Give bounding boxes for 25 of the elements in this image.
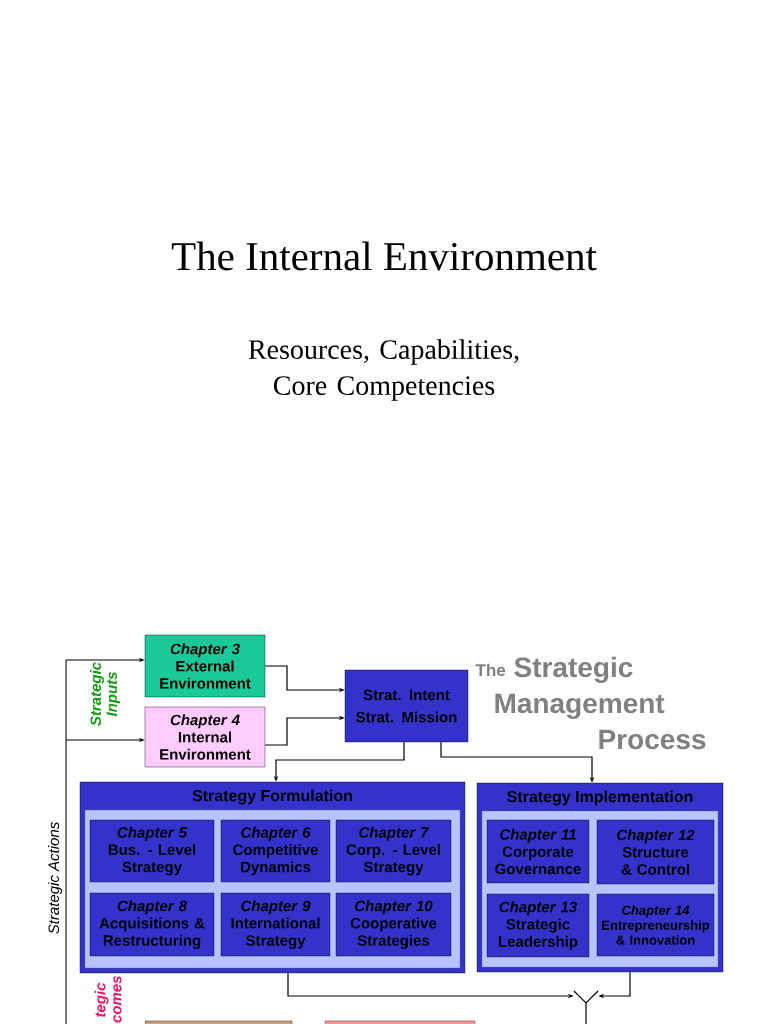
- chapter-box: Chapter 7 Corp. - Level Strategy: [335, 819, 452, 883]
- heading-word: Process: [599, 729, 706, 750]
- junction-chevron: [573, 990, 599, 1024]
- chapter-box: Chapter 13 Strategic Leadership: [486, 893, 590, 958]
- chapter-box: Chapter 5 Bus. - Level Strategy: [89, 819, 215, 883]
- chapter-box: Chapter 11 Corporate Governance: [486, 819, 590, 884]
- chapter-box: Chapter 8 Acquisitions & Restructuring: [89, 892, 215, 957]
- chapter-box: Chapter 3 External Environment: [144, 634, 266, 698]
- heading-word: Strategic: [514, 656, 633, 683]
- subtitle: Resources, Capabilities, Core Competencies: [248, 339, 519, 401]
- chapter-box: Chapter 4 Internal Environment: [144, 706, 266, 768]
- box-edge: [324, 1020, 476, 1024]
- box-edge: [144, 1020, 293, 1024]
- title: The Internal Environment: [171, 241, 597, 271]
- heading-word: The: [475, 663, 506, 677]
- side-label: Strategic Inputs: [90, 662, 120, 726]
- chapter-box: Chapter 9 International Strategy: [220, 892, 331, 957]
- chapter-box: Chapter 14 Entrepreneurship & Innovation: [596, 893, 715, 957]
- side-label: Strategic Actions: [48, 822, 62, 934]
- chapter-box: Chapter 10 Cooperative Strategies: [335, 892, 452, 957]
- strategy-box: Strat. Intent Strat. Mission: [344, 669, 469, 743]
- chapter-box: Chapter 6 Competitive Dynamics: [220, 819, 331, 883]
- heading-word: Management: [495, 693, 665, 719]
- chapter-box: Chapter 12 Structure & Control: [596, 819, 715, 885]
- side-label: tegic comes: [94, 976, 122, 1023]
